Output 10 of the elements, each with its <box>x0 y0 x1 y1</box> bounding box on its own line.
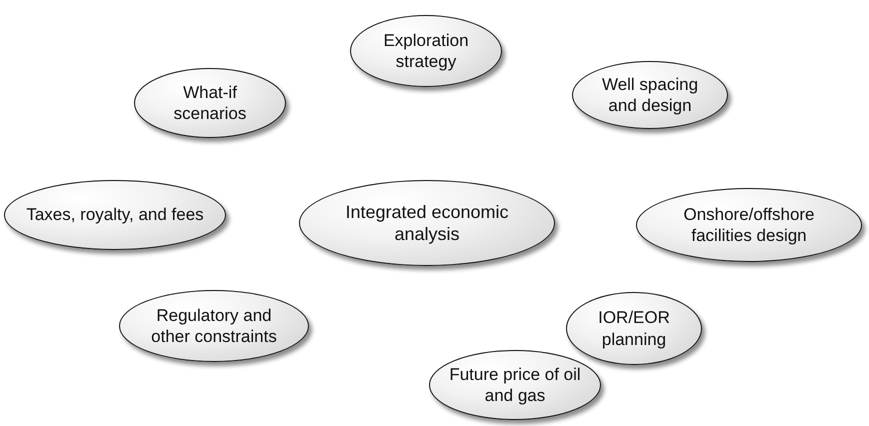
node-label: Taxes, royalty, and fees <box>26 204 204 226</box>
node-label: Future price of oil and gas <box>448 364 582 406</box>
node-label: Onshore/offshore facilities design <box>682 204 816 246</box>
node-label: Integrated economic analysis <box>344 200 510 246</box>
node-label: Regulatory and other constraints <box>150 304 278 348</box>
node-label: IOR/EOR planning <box>597 307 671 350</box>
node-label: What-if scenarios <box>172 82 248 124</box>
node-label: Well spacing and design <box>600 74 700 116</box>
node-label: Exploration strategy <box>382 30 470 72</box>
ellipse-node <box>429 350 601 420</box>
